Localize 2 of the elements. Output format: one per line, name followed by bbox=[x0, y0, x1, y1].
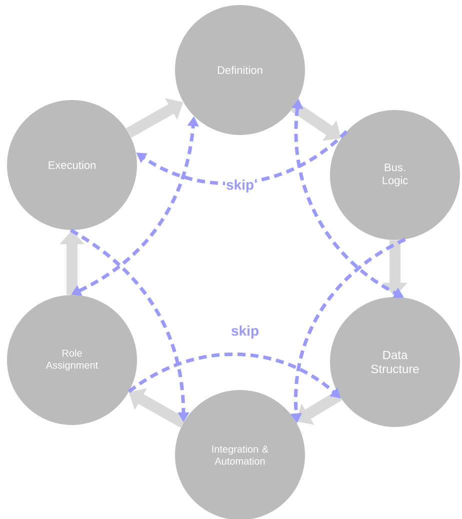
edge-label: skip bbox=[230, 324, 260, 340]
edge-label: skip bbox=[225, 178, 255, 194]
